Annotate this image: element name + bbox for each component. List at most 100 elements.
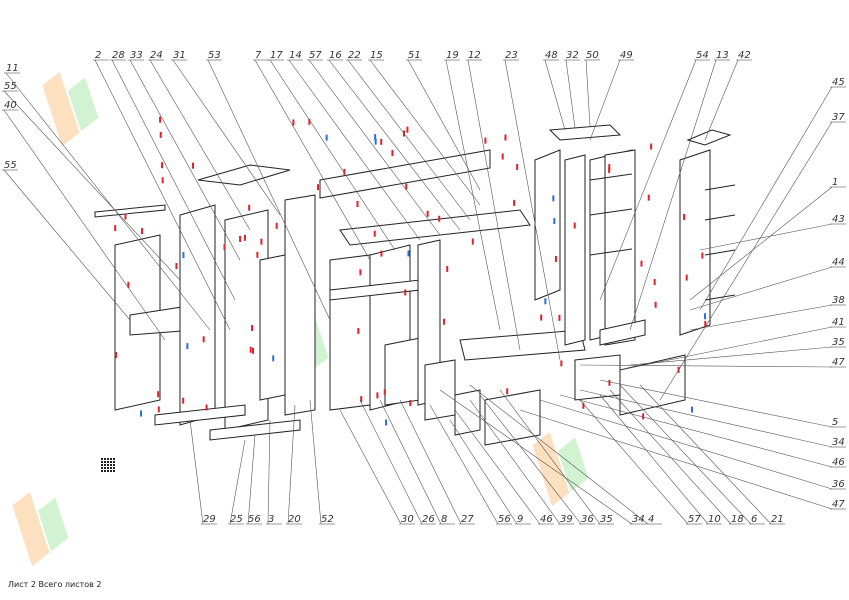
fastener — [376, 392, 379, 399]
fastener — [161, 177, 164, 184]
leader-line — [189, 419, 204, 525]
fastener — [608, 163, 611, 170]
part-callout: 48 — [545, 50, 558, 61]
part-callout: 17 — [270, 50, 283, 61]
fastener — [360, 396, 363, 403]
part-callout: 11 — [6, 63, 19, 74]
fastener — [182, 397, 185, 404]
fastener — [438, 215, 441, 222]
leader-line — [585, 59, 591, 127]
fastener — [272, 355, 275, 362]
fastener — [308, 118, 311, 125]
fastener — [239, 235, 242, 242]
part-callout: 56 — [248, 514, 261, 525]
fastener — [186, 343, 189, 350]
fastener — [383, 389, 386, 396]
leader-line — [328, 59, 461, 231]
fastener — [701, 252, 704, 259]
panel — [679, 149, 711, 336]
leader-line — [689, 266, 833, 311]
leader-line — [379, 399, 442, 525]
part-callout: 31 — [173, 50, 186, 61]
leader-line — [699, 223, 833, 251]
panel — [319, 149, 491, 199]
fastener — [501, 153, 504, 160]
leader-line — [539, 399, 833, 490]
fastener — [405, 183, 408, 190]
part-callout: 30 — [401, 514, 414, 525]
leader-line — [499, 389, 601, 525]
part-callout: 43 — [832, 214, 845, 225]
shelf — [704, 184, 736, 191]
part-callout: 35 — [600, 514, 613, 525]
fastener — [504, 134, 507, 141]
leader-line — [469, 399, 561, 525]
fastener — [124, 213, 127, 220]
leader-line — [469, 384, 649, 525]
leader-line — [449, 419, 518, 525]
leader-line — [467, 59, 521, 351]
leader-line — [544, 59, 566, 131]
fastener — [161, 162, 164, 169]
watermark-logo — [42, 71, 99, 147]
fastener — [115, 352, 118, 359]
panel — [574, 354, 621, 401]
fastener — [540, 314, 543, 321]
fastener — [484, 137, 487, 144]
leader-line — [359, 399, 423, 525]
fastener — [256, 251, 259, 258]
fastener — [553, 218, 556, 225]
part-callout: 15 — [370, 50, 383, 61]
fastener — [202, 336, 205, 343]
shelf — [704, 249, 736, 256]
leader-line — [3, 169, 131, 321]
leader-line — [3, 109, 166, 341]
part-callout: 34 — [832, 437, 845, 448]
part-callout: 4 — [648, 514, 654, 525]
part-callout: 13 — [716, 50, 729, 61]
part-callout: 27 — [461, 514, 474, 525]
fasteners — [101, 116, 707, 472]
part-callout: 3 — [268, 514, 274, 525]
fastener — [275, 222, 278, 229]
part-callout: 36 — [581, 514, 594, 525]
leader-line — [519, 409, 833, 510]
fastener — [157, 391, 160, 398]
leader-line — [94, 59, 231, 331]
fastener — [356, 201, 359, 208]
part-callout: 46 — [832, 457, 845, 468]
part-callout: 47 — [832, 499, 845, 510]
panel — [548, 124, 622, 141]
part-callout: 2 — [95, 50, 101, 61]
shelf — [704, 214, 736, 221]
leader-line — [445, 59, 501, 331]
leader-line — [689, 186, 833, 301]
part-callout: 51 — [408, 50, 421, 61]
fastener — [140, 410, 143, 417]
part-callout: 16 — [329, 50, 342, 61]
leader-line — [579, 399, 689, 525]
panel — [564, 154, 586, 346]
fastener — [442, 318, 445, 325]
part-callout: 44 — [832, 257, 845, 268]
panel — [329, 254, 371, 411]
part-callout: 57 — [688, 514, 701, 525]
leader-line — [339, 409, 402, 525]
fastener — [446, 265, 449, 272]
fastener — [157, 406, 160, 413]
part-callout: 33 — [130, 50, 143, 61]
fastener — [506, 388, 509, 395]
leader-line — [699, 86, 833, 311]
panel — [179, 204, 216, 426]
leader-line — [308, 59, 441, 236]
part-callout: 28 — [112, 50, 125, 61]
panel — [384, 337, 421, 406]
panel — [197, 164, 291, 186]
callout-leaders — [2, 59, 846, 525]
fastener — [357, 327, 360, 334]
leader-line — [609, 389, 732, 525]
part-callout: 12 — [468, 50, 481, 61]
fastener — [374, 134, 377, 141]
leader-line — [3, 90, 181, 281]
leader-line — [579, 364, 833, 368]
